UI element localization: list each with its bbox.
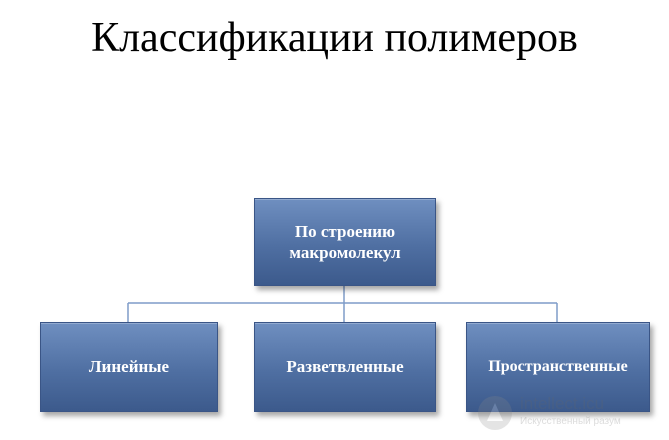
child-node-linear: Линейные [40, 322, 218, 412]
child-label-branched: Разветвленные [286, 357, 404, 377]
child-node-spatial: Пространственные [466, 322, 650, 412]
child-label-linear: Линейные [88, 357, 170, 377]
child-node-branched: Разветвленные [254, 322, 436, 412]
root-label-line1: По строению [294, 221, 396, 241]
root-node: По строению макромолекул [254, 198, 436, 286]
page-title: Классификации полимеров [91, 15, 578, 61]
child-label-spatial: Пространственные [488, 358, 628, 375]
root-label-line2: макромолекул [289, 243, 401, 262]
